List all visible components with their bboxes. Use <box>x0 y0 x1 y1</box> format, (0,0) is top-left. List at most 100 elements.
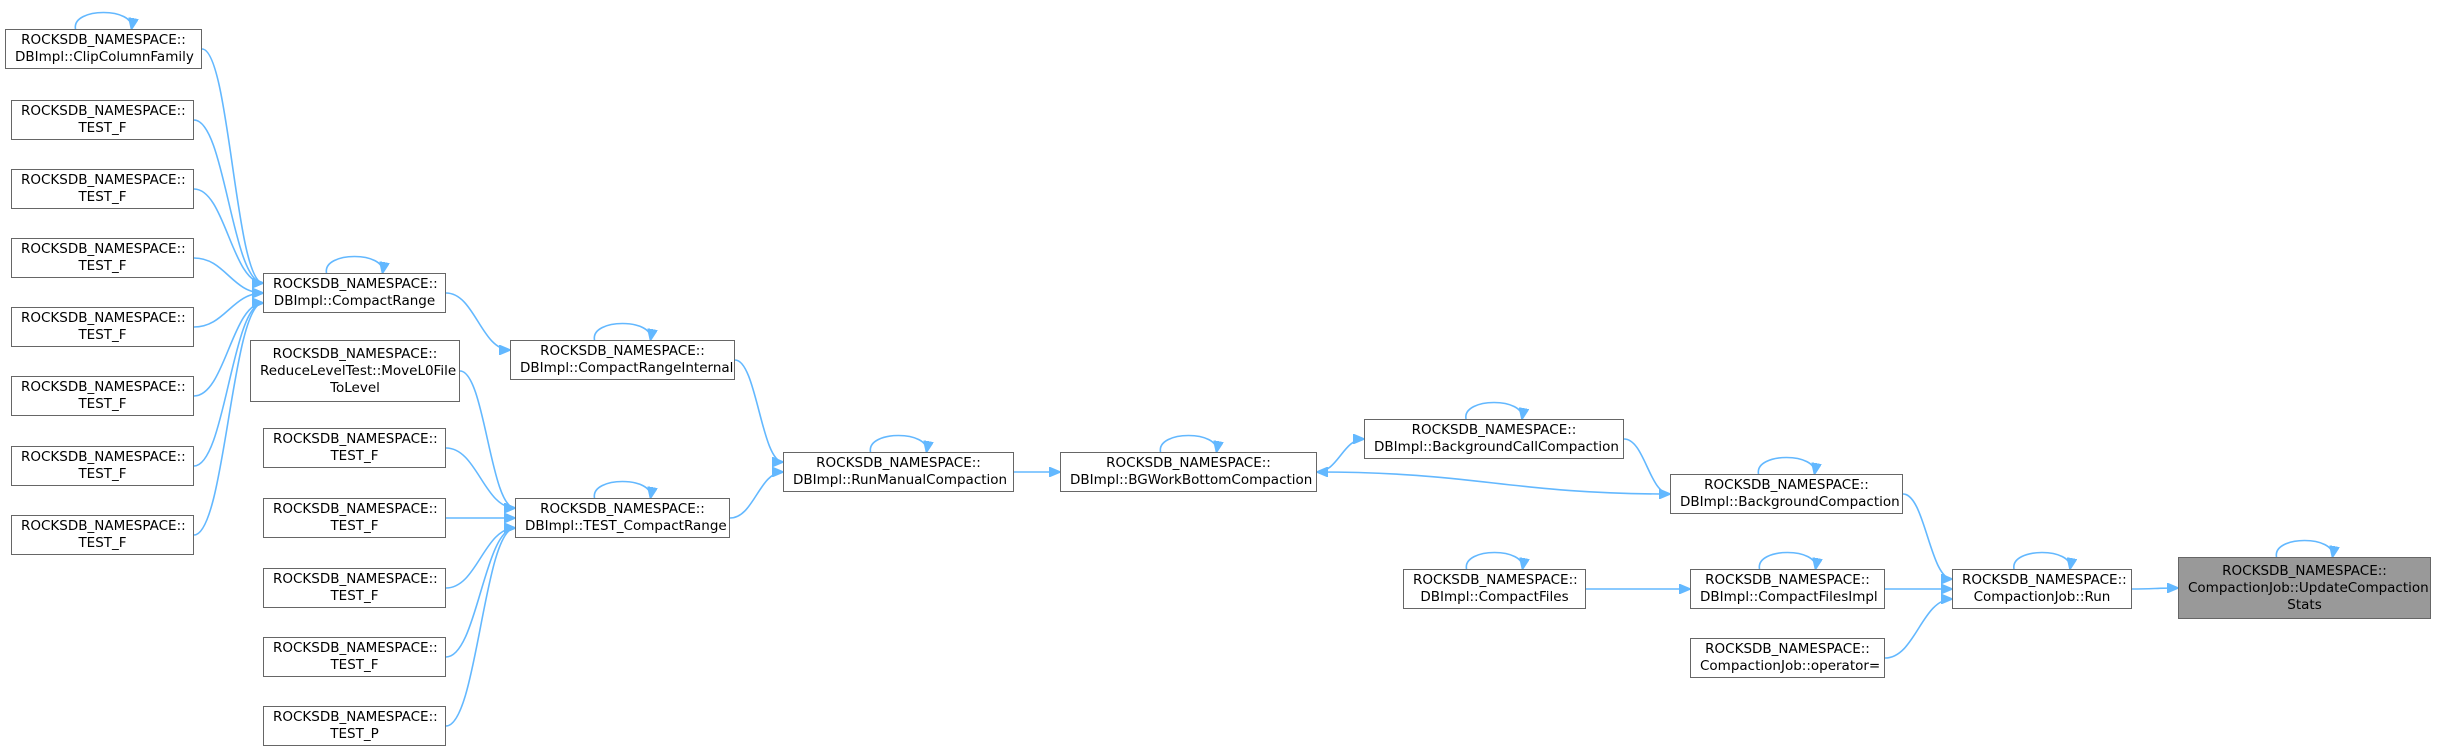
self-loop-bgcc <box>1465 401 1522 420</box>
edge-cr_t6-to-cr <box>193 303 263 467</box>
node-label-line: ROCKSDB_NAMESPACE:: <box>273 276 438 292</box>
node-label-line: ReduceLevelTest::MoveL0File <box>260 362 457 379</box>
self-loop-cfi <box>1758 551 1815 570</box>
node-label-line: ROCKSDB_NAMESPACE:: <box>1411 422 1577 438</box>
self-loop-run <box>2013 551 2070 570</box>
node-label-line: ROCKSDB_NAMESPACE:: <box>272 345 438 362</box>
edge-cr_t7-to-cr <box>193 303 263 536</box>
node-label-line: DBImpl::BackgroundCallCompaction <box>1374 439 1619 455</box>
node-label-line: TEST_F <box>330 588 379 604</box>
node-label-line: TEST_F <box>78 466 127 482</box>
node-label-line: ROCKSDB_NAMESPACE:: <box>21 449 186 465</box>
node-label-line: ROCKSDB_NAMESPACE:: <box>21 310 186 326</box>
node-label-line: ROCKSDB_NAMESPACE:: <box>273 431 438 447</box>
node-label-line: TEST_F <box>330 657 379 673</box>
node-test-f[interactable]: ROCKSDB_NAMESPACE::TEST_F <box>11 238 194 278</box>
node-test-f[interactable]: ROCKSDB_NAMESPACE::TEST_F <box>11 100 194 140</box>
node-label-line: ROCKSDB_NAMESPACE:: <box>1962 572 2127 588</box>
self-loop-ccf <box>74 11 131 30</box>
node-test-f[interactable]: ROCKSDB_NAMESPACE::TEST_F <box>263 637 446 677</box>
self-loop-bgwb <box>1159 434 1216 453</box>
node-label-line: Stats <box>2287 596 2322 613</box>
self-loop-root <box>2275 539 2332 558</box>
node-label-line: DBImpl::ClipColumnFamily <box>15 49 194 65</box>
node-label-line: ROCKSDB_NAMESPACE:: <box>1413 572 1578 588</box>
self-loop-bgc <box>1757 456 1814 475</box>
node-background-call-compaction[interactable]: ROCKSDB_NAMESPACE::DBImpl::BackgroundCal… <box>1364 419 1624 459</box>
node-label-line: TEST_P <box>330 726 379 742</box>
node-test-f[interactable]: ROCKSDB_NAMESPACE::TEST_F <box>11 515 194 555</box>
node-label-line: CompactionJob::operator= <box>1700 658 1881 674</box>
node-label-line: CompactionJob::UpdateCompaction <box>2188 579 2429 596</box>
node-reduce-level-test-move-l0-file-to-level[interactable]: ROCKSDB_NAMESPACE::ReduceLevelTest::Move… <box>250 340 460 402</box>
node-test-f[interactable]: ROCKSDB_NAMESPACE::TEST_F <box>11 446 194 486</box>
edge-run-to-root <box>2131 588 2178 589</box>
node-label-line: ROCKSDB_NAMESPACE:: <box>273 571 438 587</box>
self-loop-rmc <box>869 434 926 453</box>
self-loop-tcr <box>593 480 650 499</box>
node-label-line: TEST_F <box>78 396 127 412</box>
edge-cr_t4-to-cr <box>193 293 263 328</box>
node-label-line: ROCKSDB_NAMESPACE:: <box>540 343 705 359</box>
node-compaction-job-run[interactable]: ROCKSDB_NAMESPACE::CompactionJob::Run <box>1952 569 2132 609</box>
node-test-f[interactable]: ROCKSDB_NAMESPACE::TEST_F <box>263 498 446 538</box>
node-background-compaction[interactable]: ROCKSDB_NAMESPACE::DBImpl::BackgroundCom… <box>1670 474 1903 514</box>
node-label-line: ROCKSDB_NAMESPACE:: <box>21 32 186 48</box>
node-label-line: ROCKSDB_NAMESPACE:: <box>1705 641 1870 657</box>
node-label-line: DBImpl::CompactRangeInternal <box>520 360 734 376</box>
edge-bgwb-to-bgcc <box>1316 439 1364 473</box>
node-label-line: ROCKSDB_NAMESPACE:: <box>21 518 186 534</box>
node-label-line: ROCKSDB_NAMESPACE:: <box>1705 572 1870 588</box>
node-label-line: ROCKSDB_NAMESPACE:: <box>273 640 438 656</box>
node-label-line: ROCKSDB_NAMESPACE:: <box>21 379 186 395</box>
edge-cr-to-cri <box>445 292 510 350</box>
node-label-line: ROCKSDB_NAMESPACE:: <box>21 241 186 257</box>
node-test-f[interactable]: ROCKSDB_NAMESPACE::TEST_F <box>11 307 194 347</box>
node-clip-column-family[interactable]: ROCKSDB_NAMESPACE::DBImpl::ClipColumnFam… <box>5 29 202 69</box>
node-label-line: TEST_F <box>330 518 379 534</box>
edge-bgc-to-bgwb <box>1317 472 1671 495</box>
node-bg-work-bottom-compaction[interactable]: ROCKSDB_NAMESPACE::DBImpl::BGWorkBottomC… <box>1060 452 1317 492</box>
node-compact-range[interactable]: ROCKSDB_NAMESPACE::DBImpl::CompactRange <box>263 273 446 313</box>
node-label-line: TEST_F <box>78 120 127 136</box>
node-label-line: ROCKSDB_NAMESPACE:: <box>21 103 186 119</box>
edge-opeq-to-run <box>1884 599 1952 659</box>
node-test-p[interactable]: ROCKSDB_NAMESPACE::TEST_P <box>263 706 446 746</box>
node-label-line: TEST_F <box>78 189 127 205</box>
edge-cri-to-rmc <box>734 359 783 462</box>
edge-bgcc-to-bgc <box>1623 438 1670 494</box>
self-loop-cr <box>325 255 382 274</box>
node-label-line: TEST_F <box>78 535 127 551</box>
node-update-compaction-stats: ROCKSDB_NAMESPACE::CompactionJob::Update… <box>2178 557 2431 619</box>
node-label-line: DBImpl::CompactRange <box>273 293 436 309</box>
node-compaction-job-operator-assign[interactable]: ROCKSDB_NAMESPACE::CompactionJob::operat… <box>1690 638 1885 678</box>
self-loop-cf <box>1465 551 1522 570</box>
node-test-f[interactable]: ROCKSDB_NAMESPACE::TEST_F <box>263 568 446 608</box>
edge-bgc-to-run <box>1902 493 1952 579</box>
node-test-compact-range[interactable]: ROCKSDB_NAMESPACE::DBImpl::TEST_CompactR… <box>515 498 730 538</box>
node-compact-files[interactable]: ROCKSDB_NAMESPACE::DBImpl::CompactFiles <box>1403 569 1586 609</box>
node-test-f[interactable]: ROCKSDB_NAMESPACE::TEST_F <box>11 169 194 209</box>
node-label-line: ROCKSDB_NAMESPACE:: <box>1106 455 1271 471</box>
node-label-line: DBImpl::TEST_CompactRange <box>525 518 727 534</box>
node-label-line: ROCKSDB_NAMESPACE:: <box>1704 477 1869 493</box>
node-label-line: ROCKSDB_NAMESPACE:: <box>2222 562 2387 579</box>
node-label-line: ROCKSDB_NAMESPACE:: <box>816 455 981 471</box>
edge-tcr-to-rmc <box>729 472 783 519</box>
edge-rlt-to-tcr <box>459 370 515 508</box>
edge-tcr_t4-to-tcr <box>445 528 515 658</box>
node-test-f[interactable]: ROCKSDB_NAMESPACE::TEST_F <box>11 376 194 416</box>
node-label-line: CompactionJob::Run <box>1973 589 2111 605</box>
node-compact-files-impl[interactable]: ROCKSDB_NAMESPACE::DBImpl::CompactFilesI… <box>1690 569 1885 609</box>
node-label-line: DBImpl::BGWorkBottomCompaction <box>1070 472 1313 488</box>
node-label-line: ToLevel <box>330 379 380 396</box>
node-label-line: DBImpl::CompactFiles <box>1420 589 1569 605</box>
node-test-f[interactable]: ROCKSDB_NAMESPACE::TEST_F <box>263 428 446 468</box>
node-run-manual-compaction[interactable]: ROCKSDB_NAMESPACE::DBImpl::RunManualComp… <box>783 452 1014 492</box>
edge-ccf-to-cr <box>201 48 263 283</box>
node-label-line: DBImpl::RunManualCompaction <box>793 472 1008 488</box>
node-label-line: DBImpl::BackgroundCompaction <box>1680 494 1900 510</box>
self-loop-cri <box>593 322 650 341</box>
node-compact-range-internal[interactable]: ROCKSDB_NAMESPACE::DBImpl::CompactRangeI… <box>510 340 735 380</box>
